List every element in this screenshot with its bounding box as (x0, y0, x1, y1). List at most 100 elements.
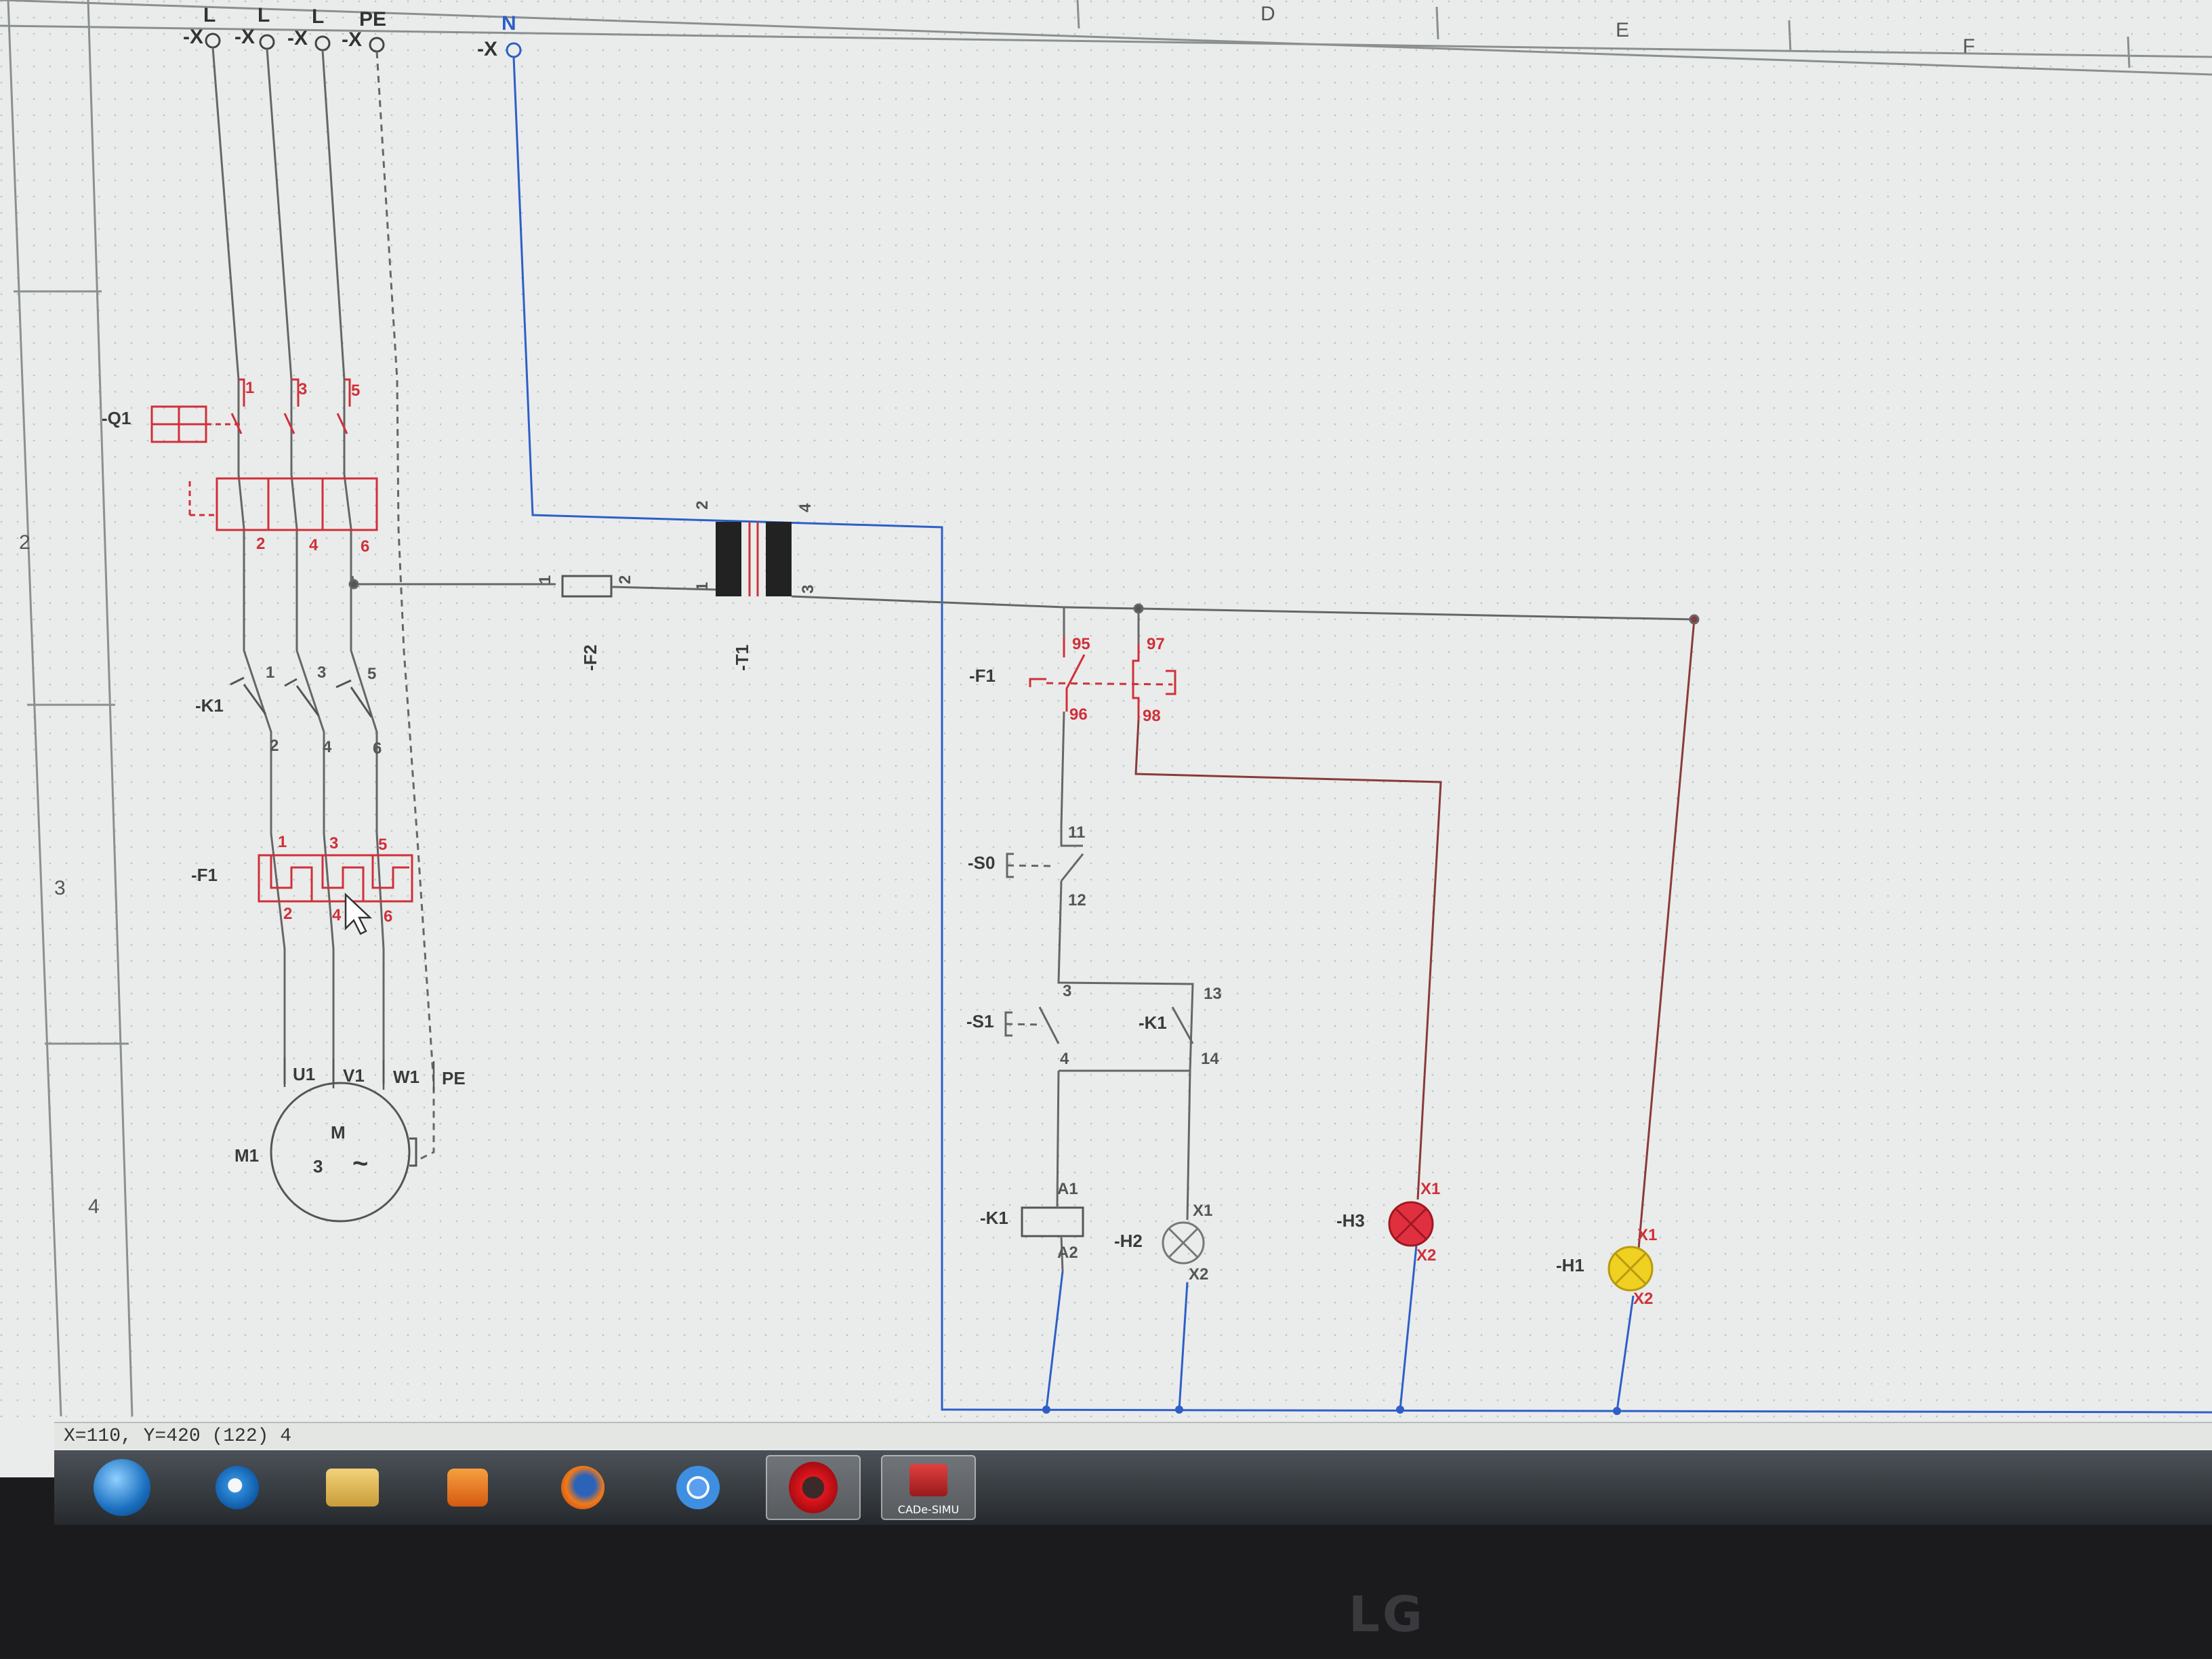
svg-text:2: 2 (256, 535, 265, 553)
taskbar-chrome[interactable] (651, 1455, 745, 1520)
taskbar-media[interactable] (420, 1455, 515, 1520)
contactor-k1-tag: -K1 (195, 695, 224, 716)
svg-text:V1: V1 (343, 1065, 365, 1086)
svg-text:X2: X2 (1189, 1265, 1208, 1284)
svg-text:3: 3 (298, 380, 307, 398)
taskbar-explorer[interactable] (305, 1455, 400, 1520)
lamp-h2[interactable]: -H2 X1 X2 (1114, 1202, 1212, 1284)
lamp-h3[interactable]: -H3 X1 X2 (1336, 1180, 1440, 1265)
transformer-t1[interactable]: 2 1 4 3 -T1 (693, 501, 817, 671)
svg-text:2: 2 (693, 501, 712, 510)
svg-text:6: 6 (361, 537, 369, 556)
k1-aux-contact[interactable]: -K1 13 14 (1139, 985, 1222, 1068)
svg-text:12: 12 (1068, 891, 1086, 909)
svg-text:4: 4 (332, 906, 342, 924)
return-wires (1045, 1245, 1635, 1412)
svg-text:96: 96 (1069, 705, 1088, 724)
thermal-icon (258, 854, 413, 903)
svg-text:97: 97 (1147, 635, 1165, 653)
fuse-icon (561, 575, 613, 598)
svg-text:X1: X1 (1637, 1226, 1657, 1244)
overload-contact-icon (1029, 637, 1176, 720)
svg-text:W1: W1 (393, 1067, 419, 1087)
monitor-brand-logo: LG (1349, 1586, 1425, 1643)
svg-text:14: 14 (1201, 1050, 1219, 1068)
svg-text:6: 6 (384, 907, 392, 926)
cad-screen: D E F 2 3 4 -X L -X L -X L -X PE -X N -Q… (0, 0, 2212, 1477)
s1-tag: -S1 (966, 1011, 994, 1031)
taskbar-firefox[interactable] (535, 1455, 630, 1520)
transformer-tag: -T1 (732, 644, 752, 671)
svg-text:4: 4 (796, 503, 815, 512)
svg-text:A1: A1 (1057, 1180, 1078, 1198)
svg-text:~: ~ (352, 1149, 368, 1179)
start-button[interactable] (75, 1455, 169, 1520)
row-label: 2 (19, 531, 30, 554)
thermal-overload[interactable]: -F1 1 3 5 2 4 6 (191, 833, 413, 935)
svg-text:PE: PE (442, 1068, 466, 1088)
contact-icon (1171, 1006, 1194, 1044)
terminal-line: PE (359, 8, 386, 30)
svg-text:A2: A2 (1057, 1244, 1078, 1262)
taskbar-opera[interactable] (766, 1455, 861, 1520)
taskbar-cade-simu[interactable]: CADe-SIMU (881, 1455, 976, 1520)
k1-aux-tag: -K1 (1139, 1012, 1167, 1033)
taskbar-ie[interactable] (190, 1455, 285, 1520)
windows-orb-icon (94, 1459, 150, 1516)
svg-text:M: M (331, 1122, 346, 1143)
row-label: 4 (88, 1195, 100, 1218)
svg-text:U1: U1 (293, 1064, 315, 1084)
mouse-cursor-icon (344, 893, 373, 935)
transformer-core-icon (716, 522, 741, 596)
lamp-icon (1162, 1221, 1205, 1265)
svg-text:5: 5 (367, 665, 376, 683)
h2-tag: -H2 (1114, 1231, 1143, 1251)
control-wires (611, 586, 1700, 1249)
svg-text:13: 13 (1204, 985, 1222, 1003)
taskbar-label: CADe-SIMU (897, 1503, 960, 1516)
k1-coil-tag: -K1 (980, 1208, 1008, 1228)
overload-contacts-f1[interactable]: -F1 95 96 97 98 (969, 635, 1176, 725)
lamp-h1[interactable]: -H1 X1 X2 (1556, 1226, 1657, 1308)
svg-text:X2: X2 (1416, 1246, 1436, 1265)
svg-text:11: 11 (1068, 823, 1085, 842)
f1-tag: -F1 (969, 665, 996, 686)
terminal-ref: -X (342, 28, 362, 51)
s0-tag: -S0 (968, 853, 995, 873)
motor-m1[interactable]: M1 M 3 ~ U1 V1 W1 PE (234, 1057, 466, 1223)
breaker-icon (150, 378, 378, 531)
terminal-ref: -X (234, 26, 255, 48)
contactor-k1-main[interactable]: -K1 1 3 5 2 4 6 (195, 663, 382, 758)
svg-text:4: 4 (323, 738, 332, 756)
column-label: E (1616, 19, 1629, 41)
contact-icon (230, 676, 373, 718)
chrome-icon (676, 1466, 720, 1509)
breaker-q1[interactable]: -Q1 1 3 5 2 4 6 (102, 378, 378, 556)
svg-text:X1: X1 (1420, 1180, 1440, 1198)
terminal-line: N (501, 12, 516, 35)
svg-text:95: 95 (1072, 635, 1090, 653)
dot-grid (0, 0, 2212, 1423)
schematic-canvas[interactable]: D E F 2 3 4 -X L -X L -X L -X PE -X N -Q… (0, 0, 2212, 1423)
windows-taskbar: CADe-SIMU (54, 1450, 2212, 1525)
svg-text:3: 3 (313, 1156, 323, 1176)
svg-text:3: 3 (799, 585, 817, 594)
svg-text:1: 1 (536, 575, 554, 584)
svg-text:1: 1 (278, 833, 287, 851)
push-button-icon (1004, 1006, 1060, 1044)
k1-coil[interactable]: -K1 A1 A2 (980, 1180, 1084, 1272)
push-button-icon (1006, 827, 1084, 882)
svg-text:1: 1 (245, 379, 254, 397)
svg-text:3: 3 (329, 834, 338, 853)
svg-text:X2: X2 (1633, 1290, 1653, 1308)
fuse-f2[interactable]: 1 2 -F2 (536, 575, 634, 671)
svg-text:X1: X1 (1193, 1202, 1212, 1220)
fuse-tag: -F2 (580, 644, 600, 671)
svg-text:1: 1 (266, 663, 274, 682)
coil-icon (1021, 1206, 1084, 1237)
row-label: 3 (54, 877, 66, 899)
status-bar: X=110, Y=420 (122) 4 (54, 1422, 2212, 1449)
stop-button-s0[interactable]: -S0 11 12 (968, 823, 1086, 909)
media-player-icon (447, 1469, 488, 1507)
start-button-s1[interactable]: -S1 3 4 (966, 982, 1071, 1068)
